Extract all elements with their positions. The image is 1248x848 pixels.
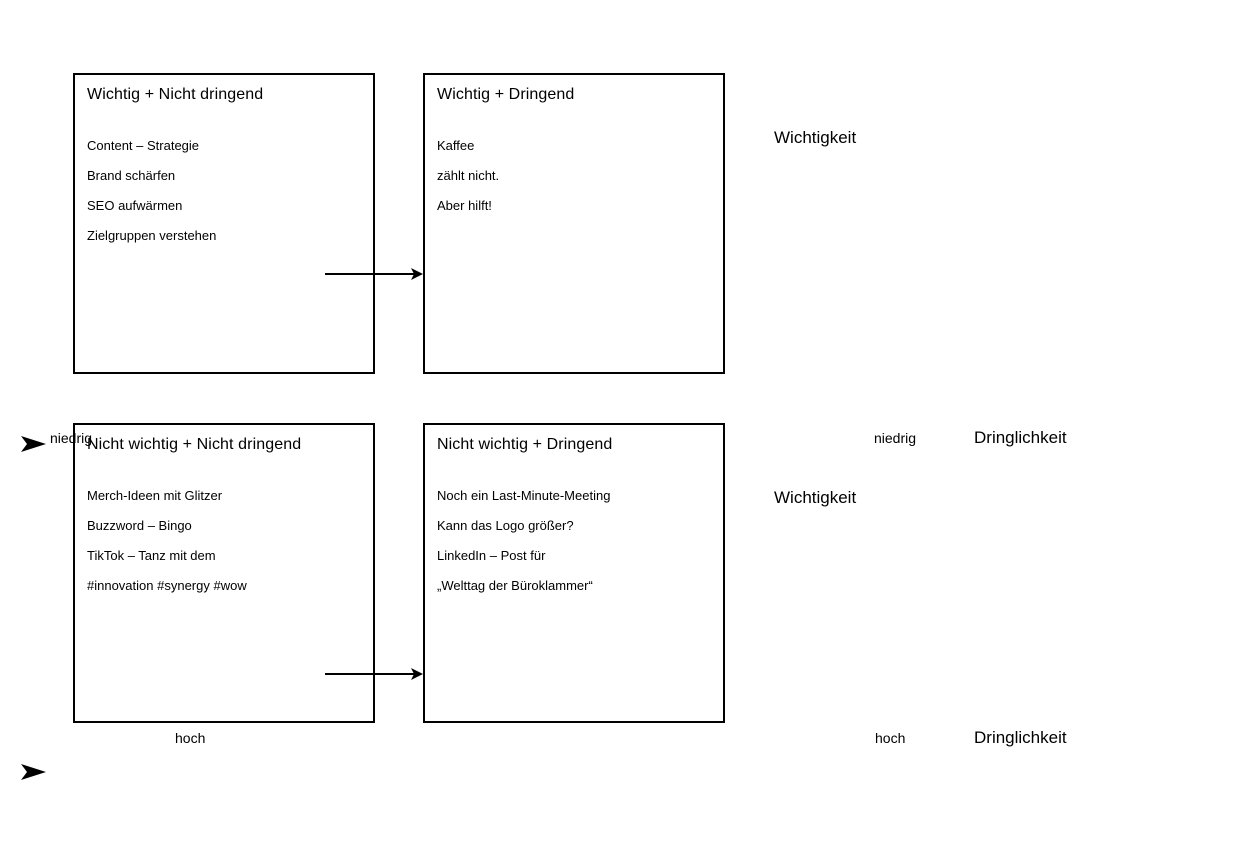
quadrant-item: Buzzword – Bingo — [87, 518, 192, 533]
quadrant-item: Merch-Ideen mit Glitzer — [87, 488, 223, 503]
quadrant-item: zählt nicht. — [437, 168, 500, 183]
quadrant-wichtig-dringend: Wichtig + Dringend Kaffee zählt nicht. A… — [423, 73, 725, 374]
quadrant-item-list: Merch-Ideen mit Glitzer Buzzword – Bingo… — [87, 481, 367, 601]
quadrant-item-list: Kaffee zählt nicht. Aber hilft! — [437, 131, 717, 221]
quadrant-item: SEO aufwärmen — [87, 198, 183, 213]
quadrant-item-list: Content – Strategie Brand schärfen SEO a… — [87, 131, 367, 251]
quadrant-item: Kann das Logo größer? — [437, 518, 574, 533]
quadrant-item: TikTok – Tanz mit dem — [87, 548, 216, 563]
axis-label-dringlichkeit-mid: Dringlichkeit — [974, 428, 1067, 447]
quadrant-item-list: Noch ein Last-Minute-Meeting Kann das Lo… — [437, 481, 717, 601]
quadrant-item: „Welttag der Büroklammer“ — [437, 578, 593, 593]
quadrant-wichtig-nicht-dringend: Wichtig + Nicht dringend Content – Strat… — [73, 73, 375, 374]
quadrant-nicht-wichtig-dringend: Nicht wichtig + Dringend Noch ein Last-M… — [423, 423, 725, 723]
quadrant-nicht-wichtig-nicht-dringend: Nicht wichtig + Nicht dringend Merch-Ide… — [73, 423, 375, 723]
quadrant-item: LinkedIn – Post für — [437, 548, 546, 563]
quadrant-item: Brand schärfen — [87, 168, 176, 183]
axis-tick-niedrig-mid: niedrig — [874, 430, 917, 446]
axis-tick-hoch-right: hoch — [875, 730, 906, 746]
arrowhead-icon — [21, 436, 46, 452]
quadrant-item: #innovation #synergy #wow — [87, 578, 247, 593]
quadrant-item: Aber hilft! — [437, 198, 492, 213]
quadrant-item: Kaffee — [437, 138, 475, 153]
quadrant-title: Wichtig + Dringend — [437, 86, 575, 103]
axis-label-dringlichkeit-bottom: Dringlichkeit — [974, 728, 1067, 747]
quadrant-item: Noch ein Last-Minute-Meeting — [437, 488, 611, 503]
quadrant-item: Content – Strategie — [87, 138, 200, 153]
arrow-top-q1-to-q2 — [325, 268, 423, 280]
quadrant-title: Nicht wichtig + Nicht dringend — [87, 436, 302, 453]
axis-tick-niedrig-left: niedrig — [50, 430, 93, 446]
quadrant-item: Zielgruppen verstehen — [87, 228, 217, 243]
arrowhead-icon — [21, 764, 46, 780]
arrow-bottom-q3-to-q4 — [325, 668, 423, 680]
quadrant-title: Wichtig + Nicht dringend — [87, 86, 264, 103]
axis-tick-hoch-left: hoch — [175, 730, 206, 746]
axis-label-wichtigkeit-top: Wichtigkeit — [774, 128, 857, 147]
axis-label-wichtigkeit-bottom: Wichtigkeit — [774, 488, 857, 507]
quadrant-title: Nicht wichtig + Dringend — [437, 436, 613, 453]
